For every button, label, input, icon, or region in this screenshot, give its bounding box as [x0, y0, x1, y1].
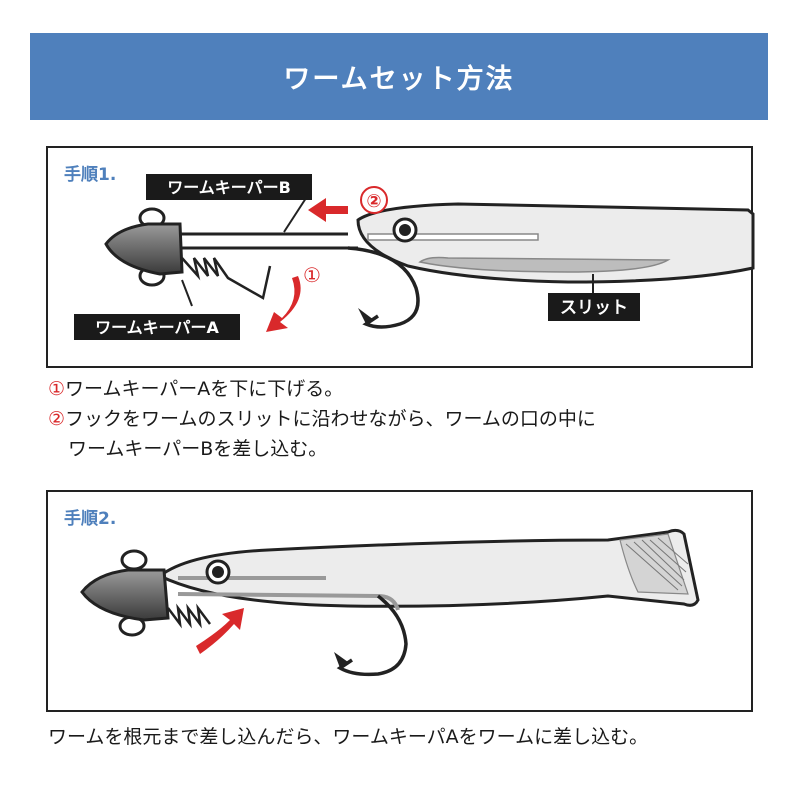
step2-diagram: [80, 528, 700, 677]
step2-panel: 手順2.: [46, 490, 753, 712]
step2-label: 手順2.: [64, 509, 117, 529]
keeper-b-tag: [146, 174, 312, 200]
keeper-a-spring-icon: [167, 603, 211, 629]
instruction-line-2: ②フックをワームのスリットに沿わせながら、ワームの口の中に: [48, 404, 596, 431]
keeper-a-spring-icon: [181, 257, 272, 300]
step2-instruction: ワームを根元まで差し込んだら、ワームキーパAをワームに差し込む。: [48, 726, 649, 748]
instruction-marker-1: ①: [48, 378, 66, 400]
instruction-line-3: ワームキーパーBを差し込む。: [68, 434, 327, 461]
jig-head-icon: [104, 222, 184, 276]
arrow-2-icon: [308, 198, 348, 222]
instruction-text-3: ワームキーパーBを差し込む。: [68, 438, 328, 460]
instruction-marker-2: ②: [48, 408, 66, 430]
marker-1: ①: [303, 263, 321, 287]
instruction-line-1: ①ワームキーパーAを下に下げる。: [48, 374, 343, 401]
marker-2: ②: [366, 191, 381, 212]
keeper-b-label: ワームキーパーB: [167, 178, 291, 197]
worm-slit: [418, 256, 671, 273]
step1-label: 手順1.: [64, 165, 117, 185]
title-banner: ワームセット方法: [30, 33, 768, 120]
instruction-text-1: ワームキーパーAを下に下げる。: [65, 378, 344, 400]
keeper-a-label: ワームキーパーA: [95, 318, 219, 337]
jig-head-icon: [80, 568, 170, 622]
hook-icon: [347, 246, 420, 329]
jig-eyelet-top: [120, 549, 148, 571]
worm-body: [157, 528, 700, 608]
step1-diagram: ワームキーパーB ワームキーパーA スリット ② ①: [74, 174, 755, 340]
instruction-text-2: フックをワームのスリットに沿わせながら、ワームの口の中に: [65, 408, 596, 430]
slit-tag: [548, 293, 640, 321]
hook-icon: [336, 594, 408, 677]
page-title: ワームセット方法: [283, 64, 515, 95]
keeper-a-tag: [74, 314, 240, 340]
slit-label: スリット: [560, 298, 628, 318]
arrow-icon: [196, 608, 244, 654]
step1-panel: 手順1. ワームキ: [46, 146, 755, 368]
arrow-1-icon: [266, 276, 301, 332]
